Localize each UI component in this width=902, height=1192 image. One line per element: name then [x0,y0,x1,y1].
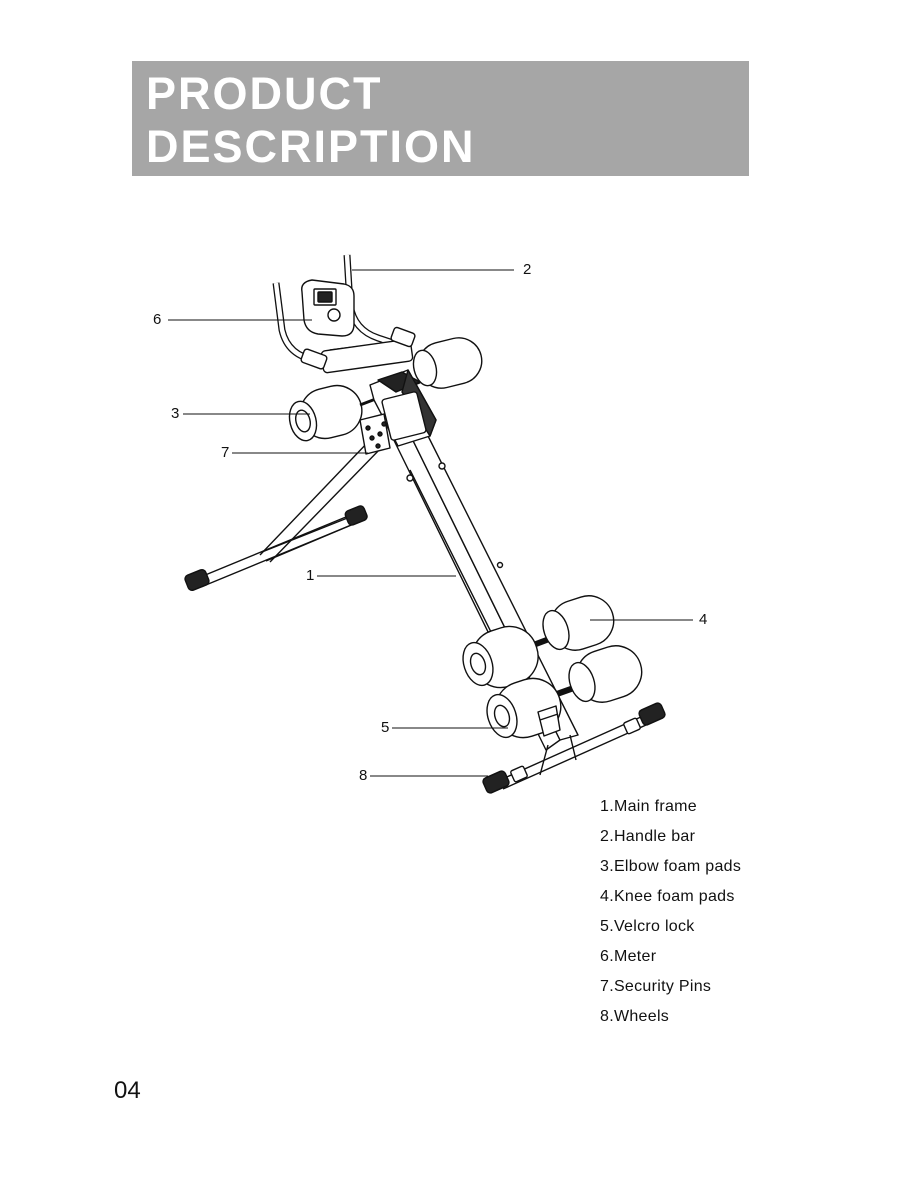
callout-8: 8 [359,768,367,784]
callout-7: 7 [221,445,229,461]
legend-item: 8.Wheels [600,1002,741,1032]
callout-1: 1 [306,568,314,584]
callout-2: 2 [523,262,531,278]
parts-legend: 1.Main frame 2.Handle bar 3.Elbow foam p… [600,792,741,1032]
callout-6: 6 [153,312,161,328]
legend-item: 3.Elbow foam pads [600,852,741,882]
legend-item: 6.Meter [600,942,741,972]
page-number: 04 [114,1077,141,1105]
legend-item: 2.Handle bar [600,822,741,852]
legend-item: 7.Security Pins [600,972,741,1002]
callout-4: 4 [699,612,707,628]
callout-3: 3 [171,406,179,422]
callout-5: 5 [381,720,389,736]
legend-item: 5.Velcro lock [600,912,741,942]
legend-item: 4.Knee foam pads [600,882,741,912]
meter [302,280,354,336]
rear-foot-caps [184,505,368,592]
security-pins [360,414,390,454]
legend-item: 1.Main frame [600,792,741,822]
